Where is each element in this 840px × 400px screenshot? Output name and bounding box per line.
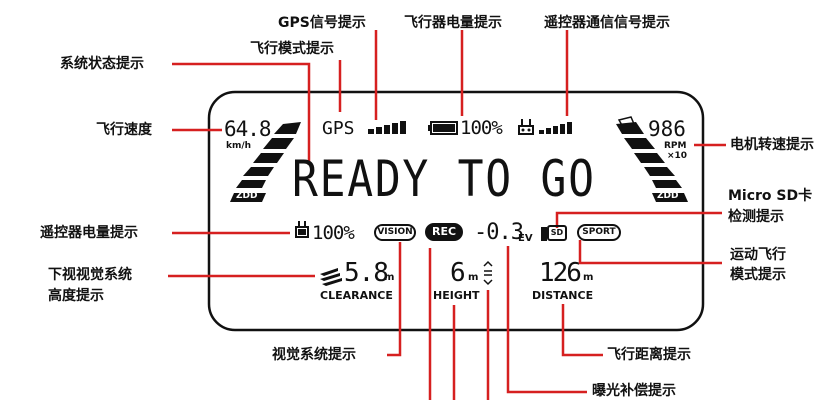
rpm-gauge-icon — [616, 116, 688, 202]
rpm-value: 986 — [648, 117, 686, 141]
zdd-left: ZDD — [236, 191, 258, 201]
exposure-unit: EV — [518, 233, 533, 244]
vision-badge: VISION — [374, 224, 416, 241]
sport-badge: SPORT — [577, 224, 621, 241]
distance-label: DISTANCE — [532, 289, 594, 302]
rpm-unit: RPM — [664, 141, 687, 151]
vision-system-label: 视觉系统提示 — [272, 347, 356, 363]
system-status-label: 系统状态提示 — [60, 56, 144, 72]
zdd-right: ZDD — [657, 191, 679, 201]
speed-unit: km/h — [226, 141, 252, 151]
aircraft-battery-label: 飞行器电量提示 — [404, 15, 502, 31]
down-vision-icon — [320, 268, 342, 286]
down-vision-label-line1: 下视视觉系统 — [48, 267, 132, 283]
aircraft-battery-icon — [428, 121, 458, 135]
gps-signal-label: GPS信号提示 — [278, 15, 366, 31]
speed-gauge-icon — [230, 122, 301, 202]
sport-mode-label-line1: 运动飞行 — [730, 247, 786, 263]
clearance-label: CLEARANCE — [320, 289, 393, 302]
flight-mode-label: 飞行模式提示 — [250, 41, 334, 57]
microsd-label-line2: 检测提示 — [728, 209, 784, 225]
exposure-label: 曝光补偿提示 — [592, 383, 676, 399]
speed-value: 64.8 — [224, 117, 272, 141]
height-arrows-icon — [483, 260, 493, 286]
rec-badge: REC — [425, 223, 463, 241]
rpm-multiplier: ×10 — [667, 151, 688, 161]
down-vision-label-line2: 高度提示 — [48, 288, 104, 304]
flight-distance-label: 飞行距离提示 — [607, 347, 691, 363]
sd-card-icon — [541, 227, 547, 241]
motor-speed-label: 电机转速提示 — [730, 137, 814, 153]
remote-battery-value: 100% — [312, 222, 355, 244]
height-label: HEIGHT — [433, 289, 480, 302]
height-unit: m — [468, 272, 479, 283]
microsd-label-line1: Micro SD卡 — [728, 188, 813, 204]
distance-unit: m — [583, 272, 594, 283]
sport-mode-label-line2: 模式提示 — [730, 267, 786, 283]
clearance-value: 5.8 — [344, 258, 389, 288]
remote-signal-icon — [518, 119, 572, 135]
leader-lines — [168, 30, 726, 400]
gps-signal-icon — [368, 121, 406, 134]
remote-battery-label: 遥控器电量提示 — [40, 225, 138, 241]
system-status-text: READY TO GO — [292, 150, 596, 208]
lcd-frame — [207, 90, 705, 332]
gps-text: GPS — [322, 118, 355, 139]
flight-speed-label: 飞行速度 — [96, 122, 152, 138]
exposure-value: -0.3 — [474, 220, 524, 245]
remote-signal-label: 遥控器通信信号提示 — [544, 15, 670, 31]
remote-battery-icon — [295, 221, 309, 238]
clearance-unit: m — [384, 272, 395, 283]
aircraft-battery-value: 100% — [460, 117, 503, 139]
height-value: 6 — [450, 258, 466, 288]
distance-value: 126 — [539, 258, 582, 288]
sd-badge: SD — [547, 225, 567, 241]
